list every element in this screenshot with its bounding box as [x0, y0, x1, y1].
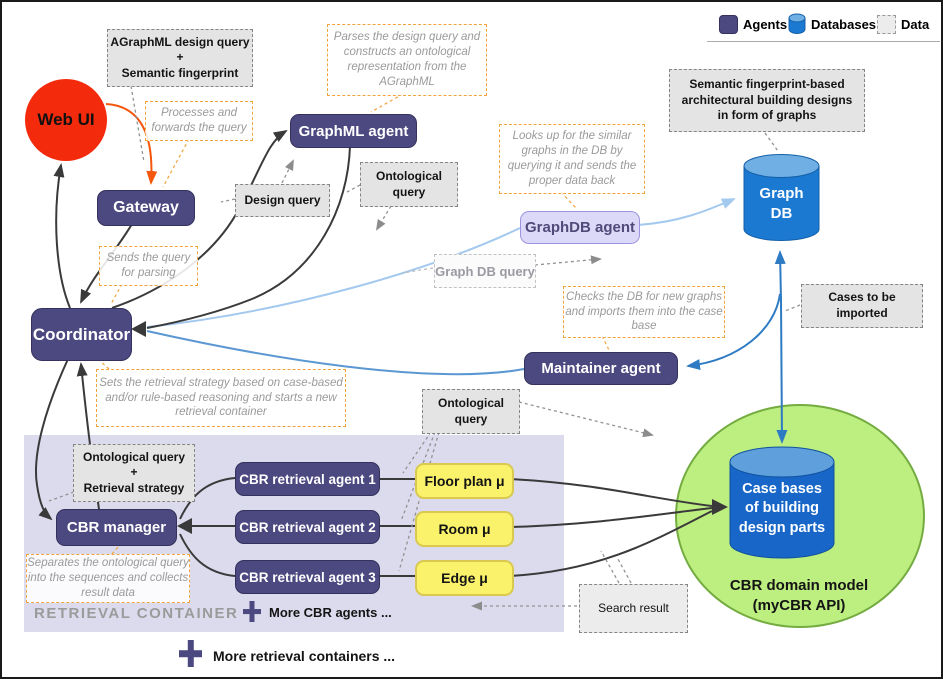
parses-text: Parses the design query and constructs a… [333, 31, 481, 88]
sends-text: Sends the query for parsing [106, 252, 191, 279]
node-floor-plan: Floor plan μ [415, 463, 514, 499]
cbr-retrieval-agent-1-label: CBR retrieval agent 1 [239, 471, 376, 487]
annotation-processes: Processes and forwards the query [145, 101, 253, 141]
agraphml-text: AGraphML design query + Semantic fingerp… [110, 34, 250, 80]
floor-plan-label: Floor plan μ [424, 473, 505, 489]
room-label: Room μ [438, 521, 491, 537]
annotation-sets: Sets the retrieval strategy based on cas… [96, 369, 346, 427]
node-maintainer-agent: Maintainer agent [524, 352, 678, 385]
graph-db-label: Graph DB [759, 184, 804, 222]
node-graphml-agent: GraphML agent [290, 114, 417, 148]
plus-icon [179, 640, 202, 667]
data-box-search-result: Search result [579, 584, 688, 633]
legend-divider [707, 41, 940, 42]
ontological-query-top-text: Ontological query [376, 168, 442, 199]
edge-label: Edge μ [441, 570, 488, 586]
data-box-semantic-fingerprint: Semantic fingerprint-based architectural… [669, 69, 865, 132]
gateway-label: Gateway [113, 199, 179, 216]
cbr-retrieval-agent-3-label: CBR retrieval agent 3 [239, 569, 376, 585]
coordinator-label: Coordinator [32, 324, 131, 344]
data-box-cases-to-be-imported: Cases to be imported [801, 284, 923, 328]
databases-swatch-icon [788, 13, 806, 34]
node-cbr-retrieval-agent-1: CBR retrieval agent 1 [235, 462, 380, 496]
web-ui-label: Web UI [37, 110, 95, 129]
node-room: Room μ [415, 511, 514, 547]
processes-text: Processes and forwards the query [151, 107, 247, 134]
node-graph-db: Graph DB [743, 153, 820, 242]
more-cbr-agents-label: More CBR agents ... [269, 605, 392, 620]
legend: Agents Databases Data [707, 10, 940, 44]
graphml-agent-label: GraphML agent [298, 122, 409, 140]
ontological-query-retrieval-text: Ontological query + Retrieval strategy [82, 449, 185, 495]
design-query-text: Design query [244, 192, 321, 207]
node-cbr-retrieval-agent-3: CBR retrieval agent 3 [235, 560, 380, 594]
case-bases-cylinder-icon [729, 446, 835, 559]
legend-agents-label: Agents [743, 17, 788, 32]
annotation-parses: Parses the design query and constructs a… [327, 24, 487, 96]
node-cbr-retrieval-agent-2: CBR retrieval agent 2 [235, 510, 380, 544]
data-box-ontological-query-retrieval: Ontological query + Retrieval strategy [73, 444, 195, 502]
case-bases-label: Case bases of building design parts [738, 480, 826, 536]
checks-text: Checks the DB for new graphs and imports… [565, 290, 723, 333]
node-case-bases: Case bases of building design parts [729, 446, 835, 560]
separates-text: Separates the ontological query into the… [27, 557, 189, 599]
node-gateway: Gateway [97, 190, 195, 226]
cbr-manager-label: CBR manager [66, 519, 167, 536]
node-edge: Edge μ [415, 560, 514, 596]
node-web-ui: Web UI [25, 79, 107, 161]
node-cbr-manager: CBR manager [56, 509, 177, 546]
ontological-query-mid-text: Ontological query [438, 395, 504, 426]
annotation-checks: Checks the DB for new graphs and imports… [563, 286, 725, 338]
data-box-ontological-query-mid: Ontological query [422, 389, 520, 434]
graphdb-agent-label: GraphDB agent [524, 219, 635, 236]
more-retrieval-containers-label: More retrieval containers ... [213, 648, 396, 664]
graph-db-cylinder-icon [743, 154, 820, 241]
data-swatch-icon [877, 15, 896, 34]
data-box-ontological-query-top: Ontological query [360, 162, 458, 207]
cases-to-be-imported-text: Cases to be imported [828, 290, 896, 320]
maintainer-agent-label: Maintainer agent [541, 360, 661, 377]
cbr-retrieval-agent-2-label: CBR retrieval agent 2 [239, 519, 376, 535]
data-box-agraphml: AGraphML design query + Semantic fingerp… [107, 29, 253, 87]
data-box-design-query: Design query [235, 184, 330, 217]
data-box-graph-db-query: Graph DB query [434, 254, 536, 288]
cbr-domain-model-label: CBR domain model (myCBR API) [729, 576, 869, 614]
node-coordinator: Coordinator [31, 308, 132, 361]
search-result-text: Search result [598, 600, 669, 615]
node-graphdb-agent: GraphDB agent [520, 211, 640, 244]
legend-data-label: Data [901, 17, 930, 32]
retrieval-container-label: RETRIEVAL CONTAINER [34, 605, 239, 622]
semantic-fingerprint-text: Semantic fingerprint-based architectural… [681, 77, 853, 123]
annotation-sends: Sends the query for parsing [99, 246, 198, 286]
sets-text: Sets the retrieval strategy based on cas… [99, 376, 343, 419]
annotation-looks-up: Looks up for the similar graphs in the D… [499, 124, 645, 194]
agents-swatch-icon [719, 15, 738, 34]
looks-up-text: Looks up for the similar graphs in the D… [507, 130, 637, 187]
graph-db-query-text: Graph DB query [435, 263, 535, 279]
annotation-separates: Separates the ontological query into the… [26, 554, 190, 603]
legend-databases-label: Databases [811, 17, 877, 32]
plus-icon [243, 601, 261, 622]
